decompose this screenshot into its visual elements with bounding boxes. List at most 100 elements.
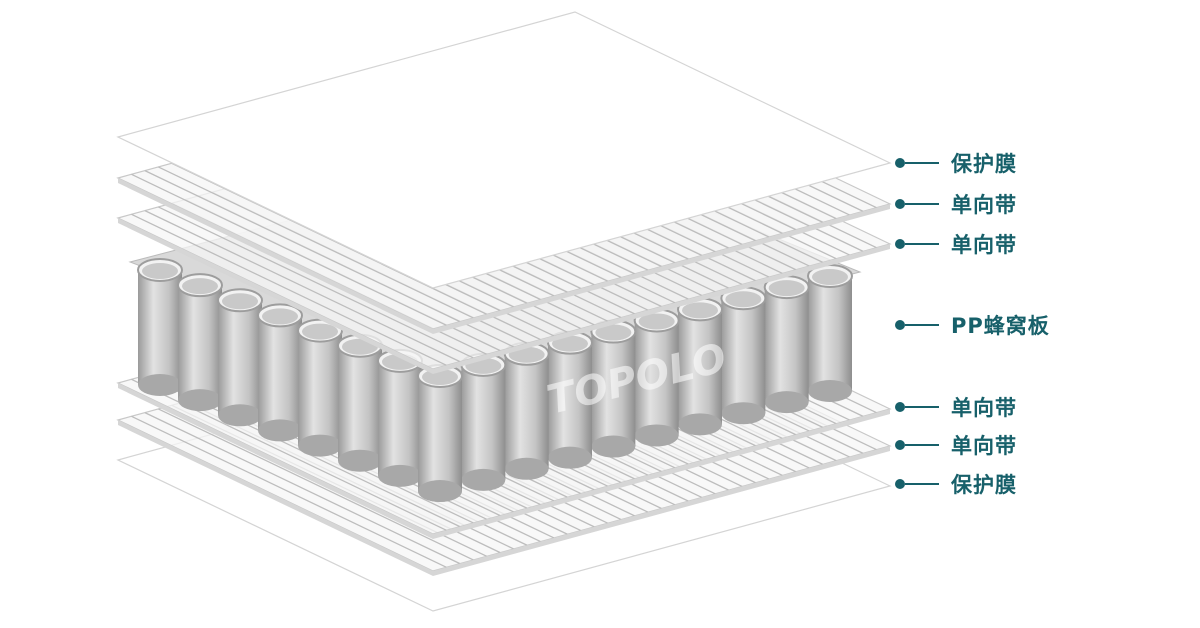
- tape-strip: [131, 173, 447, 326]
- honeycomb-cell: [417, 364, 463, 502]
- honeycomb-cell: [807, 264, 853, 402]
- cell-bottom: [504, 457, 549, 480]
- pointer-line: [905, 483, 939, 485]
- cell-hole: [302, 323, 338, 340]
- cell-body: [178, 285, 222, 401]
- label-text: 保护膜: [951, 473, 1017, 497]
- pointer-line: [905, 444, 939, 446]
- pointer-dot-icon: [895, 239, 905, 249]
- tape-edge: [118, 218, 890, 374]
- tape-strip: [158, 408, 474, 561]
- cell-bottom: [218, 404, 262, 427]
- pointer-line: [905, 243, 939, 245]
- cell-hole: [142, 263, 178, 279]
- honeycomb-cell: [590, 319, 637, 458]
- label-text: 单向带: [951, 233, 1017, 257]
- tape-strip: [158, 166, 474, 319]
- cell-body: [808, 276, 852, 391]
- cell-bottom: [178, 389, 222, 412]
- pointer-dot-icon: [895, 199, 905, 209]
- cell-bottom: [378, 464, 422, 487]
- tape-strip: [131, 415, 447, 568]
- pointer-dot-icon: [895, 402, 905, 412]
- cell-body: [378, 360, 422, 476]
- tape-strip: [144, 210, 461, 363]
- label-ud-tape-3: 单向带: [895, 392, 1017, 422]
- honeycomb-cell: [720, 286, 767, 425]
- label-text: PP蜂窝板: [951, 314, 1050, 338]
- honeycomb-cell: [297, 318, 343, 457]
- cell-hole: [552, 335, 588, 352]
- cell-bottom: [721, 402, 766, 425]
- label-text: 单向带: [951, 434, 1017, 458]
- cell-body: [258, 315, 302, 431]
- label-text: 单向带: [951, 396, 1017, 420]
- honeycomb-cell: [337, 333, 383, 472]
- tape-edge: [118, 178, 890, 334]
- honeycomb-cell: [503, 341, 550, 480]
- cell-bottom: [461, 468, 506, 491]
- pointer-line: [905, 324, 939, 326]
- cell-hole: [768, 280, 805, 297]
- cell-bottom: [418, 480, 462, 502]
- honeycomb-cell: [763, 275, 810, 414]
- label-text: 保护膜: [951, 152, 1017, 176]
- cell-hole: [182, 278, 218, 295]
- cell-body: [504, 353, 549, 469]
- cell-body: [338, 345, 382, 461]
- cell-bottom: [634, 424, 679, 447]
- cell-hole: [682, 302, 718, 319]
- cell-bottom: [298, 434, 342, 457]
- tape-strip: [144, 412, 461, 565]
- honeycomb-cell: [377, 348, 423, 487]
- pointer-dot-icon: [895, 440, 905, 450]
- cell-hole: [222, 293, 258, 310]
- cell-hole: [725, 291, 762, 308]
- cell-body: [634, 320, 679, 436]
- cell-bottom: [591, 435, 636, 458]
- cell-bottom: [548, 446, 592, 469]
- pointer-line: [905, 203, 939, 205]
- cell-bottom: [678, 413, 722, 436]
- cell-body: [548, 342, 592, 458]
- cell-hole: [262, 308, 298, 325]
- honeycomb-cell: [217, 288, 263, 427]
- pointer-dot-icon: [895, 479, 905, 489]
- cell-body: [461, 364, 506, 480]
- honeycomb-cell: [460, 352, 507, 491]
- honeycomb-cell: [257, 303, 303, 442]
- cell-hole: [638, 313, 675, 330]
- cell-bottom: [764, 391, 809, 414]
- cell-body: [678, 309, 722, 425]
- pointer-line: [905, 162, 939, 164]
- pointer-dot-icon: [895, 320, 905, 330]
- cell-bottom: [338, 449, 382, 472]
- tape-edge: [118, 383, 890, 539]
- label-text: 单向带: [951, 193, 1017, 217]
- label-protective-film-bottom: 保护膜: [895, 469, 1017, 499]
- cell-body: [138, 270, 182, 385]
- cell-hole: [595, 324, 632, 341]
- protective-film-top: [116, 11, 892, 289]
- label-ud-tape-2: 单向带: [895, 229, 1017, 259]
- cell-body: [721, 298, 766, 414]
- tape-strip: [131, 213, 447, 366]
- tape-edge: [118, 420, 890, 576]
- cell-bottom: [258, 419, 302, 442]
- label-ud-tape-1: 单向带: [895, 189, 1017, 219]
- label-ud-tape-4: 单向带: [895, 430, 1017, 460]
- honeycomb-cell: [177, 273, 223, 412]
- pointer-line: [905, 406, 939, 408]
- cell-hole: [812, 269, 848, 285]
- cell-body: [418, 376, 462, 491]
- cell-body: [298, 330, 342, 446]
- label-pp-honeycomb: PP蜂窝板: [895, 310, 1050, 340]
- tape-strip: [158, 206, 474, 359]
- cell-body: [764, 287, 809, 403]
- label-protective-film-top: 保护膜: [895, 148, 1017, 178]
- cell-body: [591, 331, 636, 447]
- honeycomb-cell: [547, 330, 593, 469]
- honeycomb-cell: [137, 258, 183, 396]
